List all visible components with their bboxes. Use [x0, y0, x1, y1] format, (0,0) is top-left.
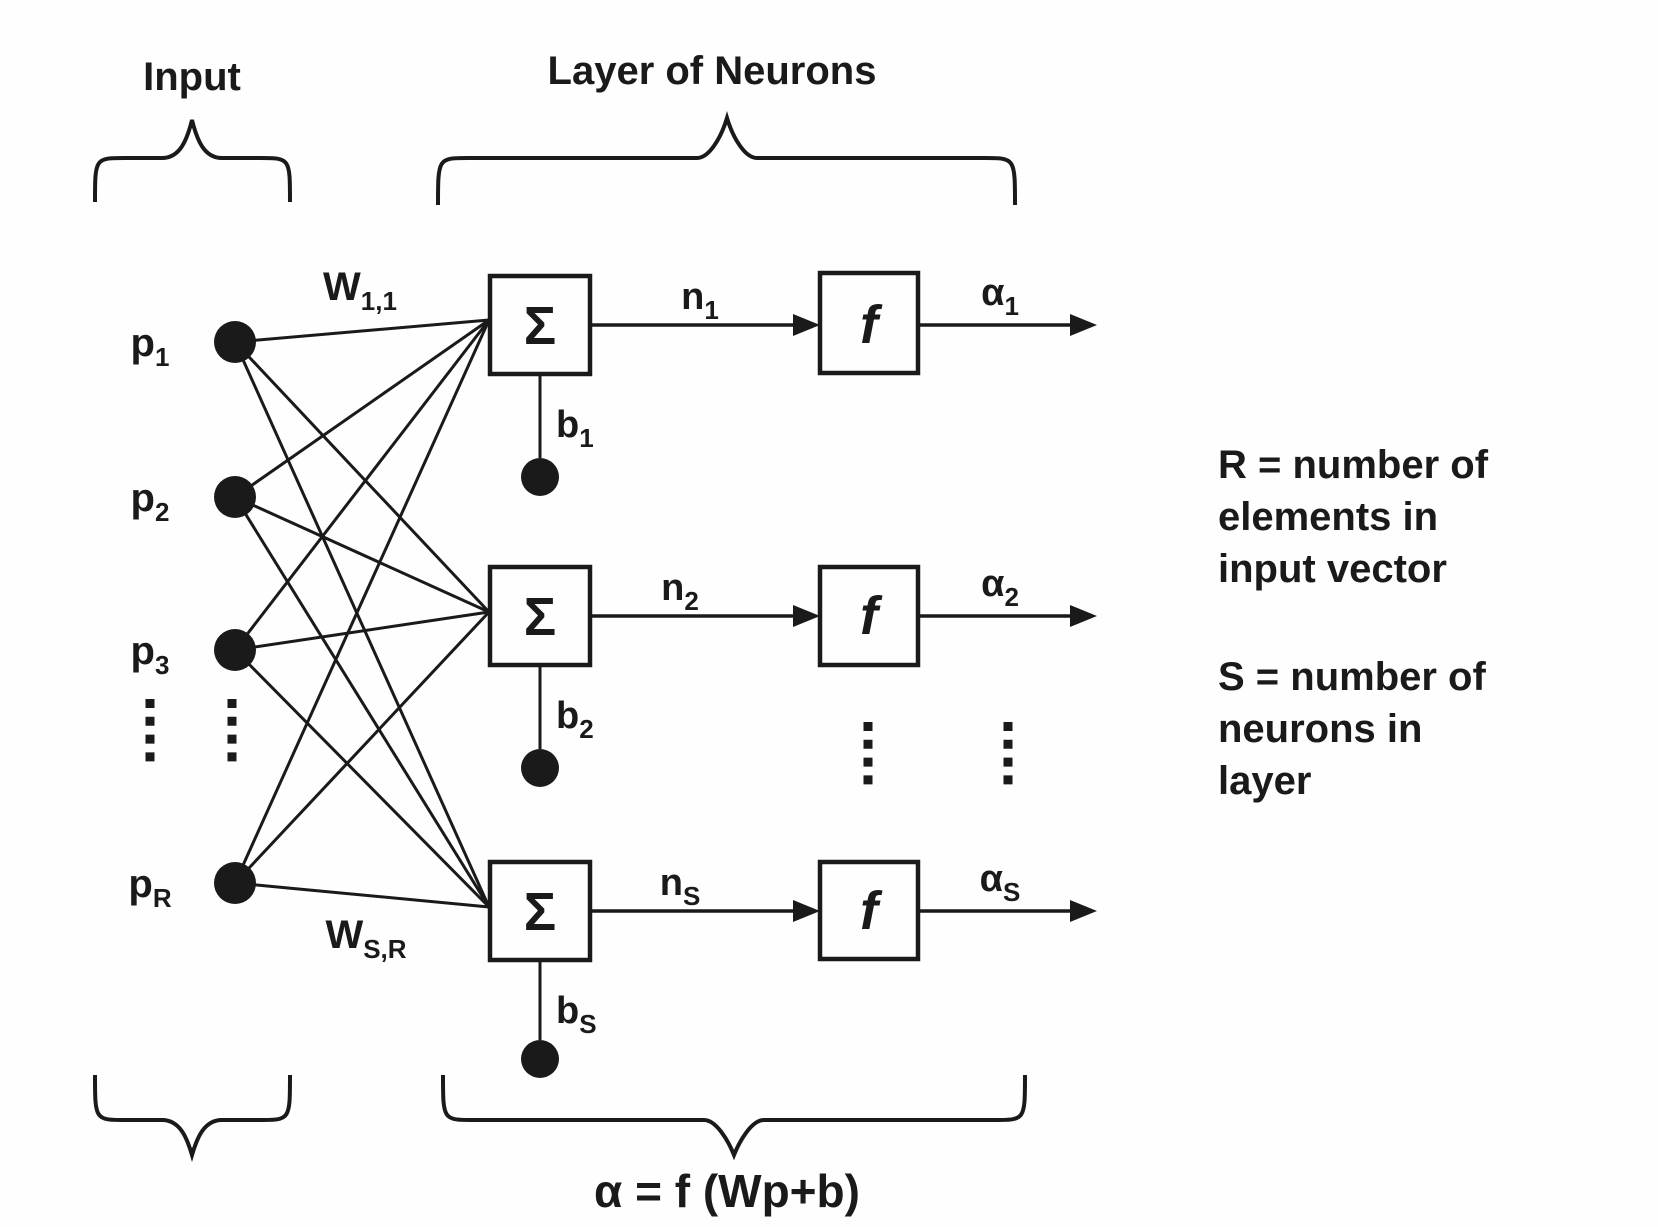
- input-node-p3: [214, 629, 256, 671]
- sum-box: [487, 859, 593, 963]
- weight-label-w11: W1,1: [323, 265, 397, 316]
- neuron-row-1: Σ n1 f α1 b1: [487, 270, 1097, 496]
- input-node-pR: [214, 862, 256, 904]
- connection-line: [233, 496, 491, 908]
- layer-section-title: Layer of Neurons: [548, 49, 877, 93]
- connection-line: [233, 610, 491, 885]
- neuron-row-S: Σ nS f αS bS: [487, 858, 1097, 1078]
- output-label: α1: [981, 272, 1019, 321]
- transfer-label: f: [860, 586, 883, 646]
- net-arrowhead: [793, 314, 820, 336]
- net-label: n2: [661, 567, 699, 616]
- legend-s-line1: S = number of: [1218, 655, 1486, 699]
- sum-label: Σ: [524, 296, 556, 356]
- bias-label: b1: [556, 404, 594, 453]
- neuron-row-2: Σ n2 f α2 b2: [487, 563, 1097, 787]
- connection-line: [234, 495, 490, 614]
- layer-formula: α = f (Wp+b): [594, 1165, 860, 1217]
- connection-line: [233, 648, 491, 909]
- transfer-box: [817, 270, 921, 376]
- connection-line: [234, 881, 490, 909]
- input-brace-bottom: [93, 1074, 292, 1163]
- sum-label: Σ: [524, 587, 556, 647]
- input-label-p3: p3: [131, 629, 170, 680]
- legend-r-line2: elements in: [1218, 495, 1438, 539]
- weight-label-wSR: WS,R: [325, 913, 406, 964]
- output-arrowhead: [1070, 314, 1097, 336]
- bias-node: [521, 749, 559, 787]
- output-label: αS: [980, 858, 1021, 907]
- connection-lines: [233, 318, 491, 909]
- output-label: α2: [981, 563, 1019, 612]
- input-section-title: Input: [143, 55, 241, 99]
- legend-s-line2: neurons in: [1218, 707, 1422, 751]
- input-brace-top: [93, 119, 292, 203]
- input-label-p2: p2: [131, 476, 170, 527]
- bias-node: [521, 458, 559, 496]
- net-label: nS: [660, 862, 701, 911]
- net-arrowhead: [793, 900, 820, 922]
- transfer-label: f: [860, 295, 883, 355]
- input-label-pR: pR: [128, 862, 171, 913]
- output-arrowhead: [1070, 605, 1097, 627]
- connection-line: [234, 318, 490, 499]
- legend-S: S = number of neurons in layer: [1218, 655, 1486, 803]
- bias-label: b2: [556, 695, 594, 744]
- legend-R: R = number of elements in input vector: [1218, 443, 1489, 591]
- bias-node: [521, 1040, 559, 1078]
- output-arrowhead: [1070, 900, 1097, 922]
- connection-line: [234, 610, 490, 652]
- input-column: p1 p2 p3 pR: [128, 321, 256, 913]
- transfer-label: f: [860, 881, 883, 941]
- legend-s-line3: layer: [1218, 759, 1311, 803]
- input-node-p1: [214, 321, 256, 363]
- net-arrowhead: [793, 605, 820, 627]
- connection-line: [233, 341, 491, 908]
- input-node-p2: [214, 476, 256, 518]
- legend-r-line3: input vector: [1218, 547, 1447, 591]
- connection-line: [233, 340, 491, 614]
- sum-box: [487, 273, 593, 377]
- sum-label: Σ: [524, 882, 556, 942]
- layer-brace-top: [436, 111, 1017, 206]
- connection-line: [234, 318, 490, 344]
- net-label: n1: [681, 276, 719, 325]
- input-label-p1: p1: [131, 321, 170, 372]
- connection-line: [233, 319, 491, 651]
- bias-label: bS: [556, 990, 597, 1039]
- legend-r-line1: R = number of: [1218, 443, 1489, 487]
- connection-line: [233, 319, 491, 884]
- layer-brace-bottom: [441, 1074, 1027, 1161]
